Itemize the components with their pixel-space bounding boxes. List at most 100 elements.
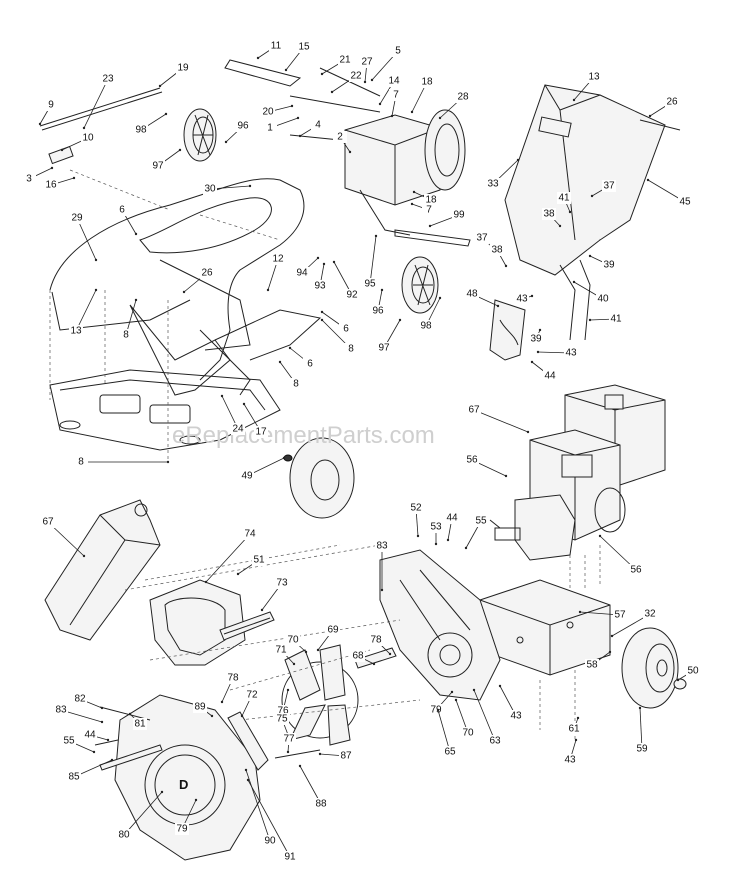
callout-label: 97 — [378, 343, 390, 354]
callout-label: 63 — [489, 736, 501, 747]
callout-bg — [269, 40, 283, 52]
callout-label: 94 — [296, 268, 308, 279]
leader-dot — [436, 708, 440, 712]
callout-bg — [73, 693, 87, 705]
callout-label: 43 — [564, 755, 576, 766]
callout-bg — [443, 746, 457, 758]
callout-bg — [243, 528, 257, 540]
callout-label: 12 — [272, 254, 284, 265]
callout-bg — [429, 521, 443, 533]
callout-label: 29 — [71, 213, 83, 224]
callout-label: 53 — [430, 522, 442, 533]
leader-dot — [60, 148, 64, 152]
leader-dot — [182, 290, 186, 294]
callout-bg — [151, 160, 165, 172]
callout-bg — [564, 347, 578, 359]
leader-dot — [568, 210, 572, 214]
leader-dot — [322, 262, 326, 266]
leader-dot — [82, 126, 86, 130]
callout-bg — [371, 305, 385, 317]
leader-dot — [410, 202, 414, 206]
callout-label: 41 — [558, 193, 570, 204]
leader-dot — [224, 140, 228, 144]
callout-label: 1 — [267, 123, 273, 134]
callout-bg — [101, 73, 115, 85]
leader-dot — [574, 738, 578, 742]
leader-dot — [538, 328, 542, 332]
leader-dot — [220, 700, 224, 704]
engine — [494, 384, 666, 561]
callout-label: 61 — [568, 724, 580, 735]
callout-bg — [474, 515, 488, 527]
callout-bg — [360, 56, 374, 68]
callout-label: 49 — [241, 471, 253, 482]
callout-bg — [567, 723, 581, 735]
callout-bg — [200, 267, 214, 279]
callout-bg — [596, 293, 610, 305]
leader-dot — [164, 112, 168, 116]
callout-label: 96 — [372, 306, 384, 317]
wheel-center — [394, 229, 471, 314]
handle-rod — [39, 87, 163, 165]
callout-bg — [351, 650, 365, 662]
callout-bg — [54, 704, 68, 716]
callout-label: 77 — [283, 734, 295, 745]
callout-label: 52 — [410, 503, 422, 514]
callout-bg — [62, 735, 76, 747]
callout-bg — [282, 733, 296, 745]
leader-line — [247, 779, 291, 858]
leader-dot — [588, 254, 592, 258]
callout-bg — [613, 609, 627, 621]
frame-leg — [129, 304, 251, 396]
callout-label: 98 — [135, 125, 147, 136]
callout-bg — [344, 343, 358, 355]
callout-label: 81 — [134, 719, 146, 730]
callout-label: 8 — [78, 457, 84, 468]
leader-dot — [330, 90, 334, 94]
leader-dot — [412, 190, 416, 194]
callout-bg — [70, 212, 84, 224]
callout-label: 23 — [102, 74, 114, 85]
callout-label: 87 — [340, 751, 352, 762]
leader-line — [473, 409, 529, 433]
callout-bg — [231, 423, 245, 435]
leader-dot — [372, 662, 376, 666]
callout-label: 70 — [462, 728, 474, 739]
leader-dot — [106, 738, 110, 742]
leader-dot — [134, 232, 138, 236]
leader-dot — [110, 758, 114, 762]
leader-dot — [380, 588, 384, 592]
leader-dot — [348, 150, 352, 154]
leader-line — [205, 533, 251, 583]
callout-label: 37 — [603, 181, 615, 192]
callout-label: 5 — [395, 46, 401, 57]
callout-bg — [452, 209, 466, 221]
callout-bg — [515, 293, 529, 305]
callout-label: 20 — [262, 107, 274, 118]
leader-line — [369, 235, 377, 285]
callout-bg — [275, 713, 289, 725]
callout-label: 44 — [84, 730, 96, 741]
rear-housing — [379, 549, 501, 701]
leader-dot — [380, 288, 384, 292]
leader-line — [299, 765, 322, 805]
leader-dot — [296, 116, 300, 120]
front-housing: D — [114, 694, 261, 861]
leader-dot — [450, 690, 454, 694]
callout-bg — [465, 288, 479, 300]
callout-label: 88 — [315, 799, 327, 810]
leader-dot — [526, 430, 530, 434]
callout-bg — [69, 325, 83, 337]
callout-bg — [326, 624, 340, 636]
callout-bg — [226, 672, 240, 684]
callout-bg — [475, 232, 489, 244]
callout-bg — [339, 750, 353, 762]
callout-bg — [83, 729, 97, 741]
callout-label: 33 — [487, 179, 499, 190]
callout-bg — [391, 45, 405, 57]
leader-dot — [410, 110, 414, 114]
callout-bg — [115, 204, 129, 216]
leader-dot — [438, 116, 442, 120]
callout-bg — [313, 280, 327, 292]
callout-bg — [665, 96, 679, 108]
